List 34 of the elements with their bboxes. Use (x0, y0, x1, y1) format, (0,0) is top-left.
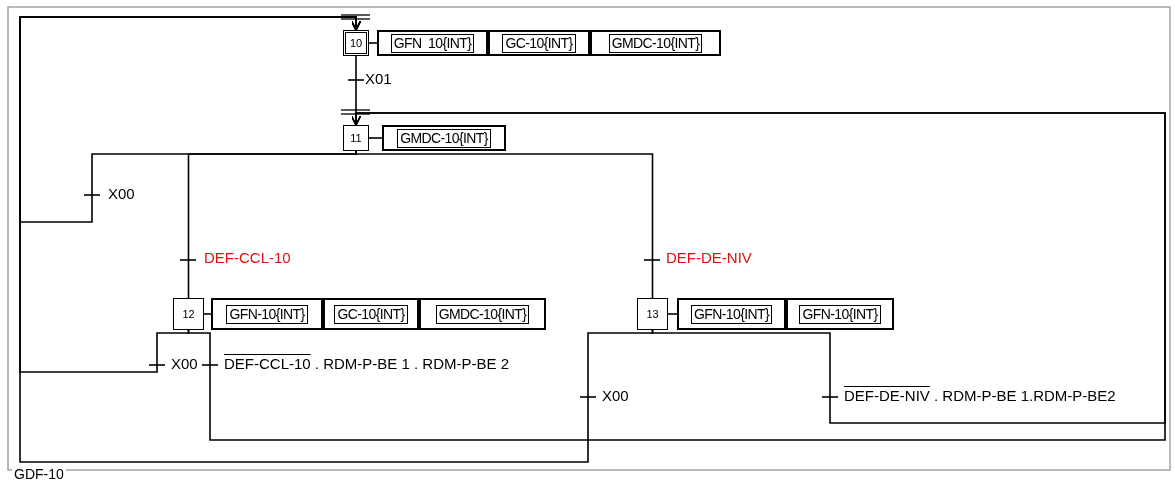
action-text: GMDC-10{INT} (608, 33, 703, 53)
action-box (786, 298, 894, 330)
action-box (377, 30, 488, 56)
initial-step-box (343, 30, 369, 56)
action-text: GMDC-10{INT} (397, 128, 491, 148)
flow-arrow (350, 112, 1166, 424)
action-box (677, 298, 786, 330)
action-box (590, 30, 721, 56)
action-text: GFN-10{INT} (226, 304, 308, 324)
link-line (368, 137, 383, 139)
chart-name: GDF-10 (12, 466, 66, 482)
action-text: GC-10{INT} (334, 304, 408, 324)
step-box (173, 298, 204, 330)
step-number: 10 (349, 35, 363, 51)
action-text: GFN 10{INT} (390, 33, 475, 53)
step-number: 11 (350, 130, 362, 146)
action-box (488, 30, 590, 56)
step-box (343, 125, 369, 151)
action-text: GFN-10{INT} (690, 304, 773, 324)
action-text: GFN-10{INT} (799, 304, 881, 324)
link-line (368, 42, 378, 44)
link-line (355, 150, 654, 299)
flow-arrow (19, 16, 654, 463)
step-number: 12 (182, 306, 195, 322)
action-box (419, 298, 546, 330)
link-line (667, 313, 678, 315)
action-box (382, 125, 506, 151)
step-box (637, 298, 668, 330)
link-line (203, 313, 212, 315)
action-text: GMDC-10{INT} (435, 304, 530, 324)
action-text: GC-10{INT} (502, 33, 576, 53)
action-box (211, 298, 323, 330)
step-number: 13 (646, 306, 659, 322)
action-box (323, 298, 419, 330)
